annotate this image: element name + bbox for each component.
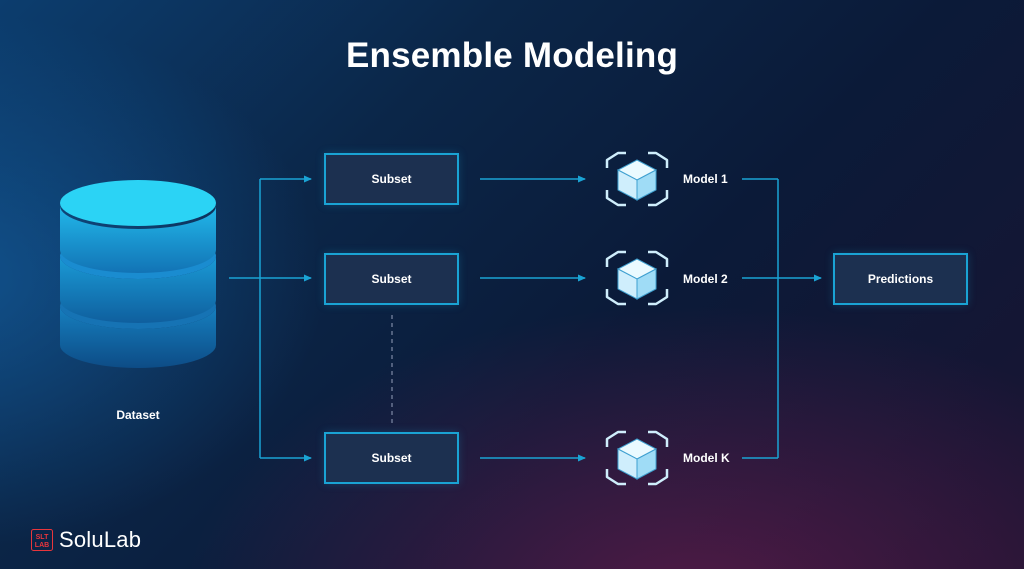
dataset-label: Dataset — [116, 408, 160, 422]
subset-box-2: Subset — [324, 253, 459, 305]
predictions-label: Predictions — [867, 272, 934, 286]
page-title: Ensemble Modeling — [345, 36, 679, 75]
model-1-label: Model 1 — [683, 172, 728, 186]
subset-k-label: Subset — [371, 451, 412, 465]
model-2-cube-icon — [605, 250, 669, 306]
database-icon — [60, 180, 216, 368]
brand: SLT LAB SoluLab — [31, 527, 141, 553]
subset-to-model-connectors — [480, 175, 586, 462]
model-k-cube-icon — [605, 430, 669, 486]
model-to-predictions-connectors — [742, 178, 822, 459]
logo-text-top: SLT — [36, 534, 49, 541]
subset-2-label: Subset — [371, 272, 412, 286]
brand-name: SoluLab — [59, 527, 142, 552]
model-k-label: Model K — [683, 451, 730, 465]
model-2-label: Model 2 — [683, 272, 728, 286]
subset-box-k: Subset — [324, 432, 459, 484]
model-1-cube-icon — [605, 151, 669, 207]
solulab-logo: SLT LAB — [31, 529, 53, 551]
subset-1-label: Subset — [371, 172, 412, 186]
logo-text-bottom: LAB — [35, 542, 49, 549]
predictions-box: Predictions — [833, 253, 968, 305]
dataset-to-subset-connectors — [229, 175, 312, 462]
subset-box-1: Subset — [324, 153, 459, 205]
